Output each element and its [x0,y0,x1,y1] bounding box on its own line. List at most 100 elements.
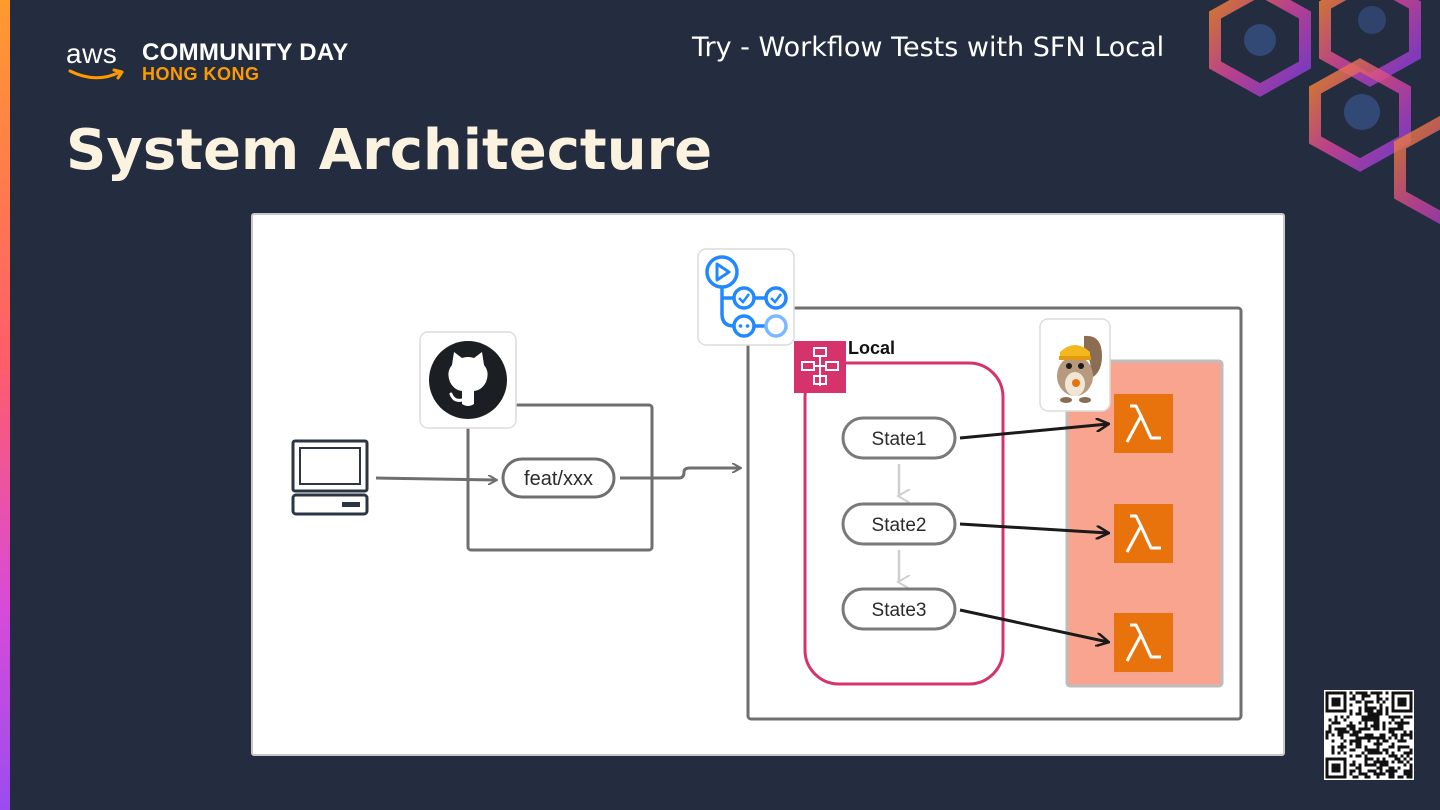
qr-module [1361,691,1365,695]
qr-module [1328,691,1332,695]
qr-module [1349,712,1353,716]
qr-module [1340,715,1344,719]
state-node [841,416,957,460]
qr-module [1376,736,1380,740]
qr-module [1343,700,1347,704]
qr-module [1373,712,1377,716]
qr-module [1394,769,1398,773]
qr-module [1364,733,1368,737]
qr-module [1340,736,1344,740]
qr-module [1367,751,1371,755]
qr-module [1382,736,1386,740]
qr-module [1358,772,1362,776]
qr-module [1403,757,1407,761]
qr-module [1337,766,1341,770]
qr-code[interactable] [1324,690,1414,780]
qr-module [1376,712,1380,716]
qr-module [1349,709,1353,713]
qr-module [1364,748,1368,752]
qr-module [1376,748,1380,752]
qr-module [1355,745,1359,749]
qr-module [1406,754,1410,758]
qr-module [1337,730,1341,734]
qr-module [1367,736,1371,740]
qr-module [1376,775,1380,779]
qr-module [1403,733,1407,737]
qr-module [1406,715,1410,719]
qr-module [1367,739,1371,743]
qr-module [1376,691,1380,695]
qr-module [1352,739,1356,743]
qr-module [1364,775,1368,779]
qr-module [1343,769,1347,773]
qr-module [1385,706,1389,710]
qr-module [1349,691,1353,695]
qr-module [1334,697,1338,701]
qr-module [1349,724,1353,728]
qr-module [1382,772,1386,776]
qr-module [1373,763,1377,767]
qr-module [1409,769,1413,773]
qr-module [1358,730,1362,734]
qr-module [1358,712,1362,716]
qr-module [1382,721,1386,725]
qr-module [1394,733,1398,737]
qr-module [1400,709,1404,713]
aws-smile-icon [68,68,124,80]
qr-module [1331,691,1335,695]
qr-module [1367,715,1371,719]
qr-module [1331,766,1335,770]
qr-module [1403,703,1407,707]
qr-module [1349,769,1353,773]
qr-module [1376,721,1380,725]
qr-module [1328,727,1332,731]
qr-module [1403,763,1407,767]
qr-module [1391,691,1395,695]
qr-module [1379,709,1383,713]
qr-module [1394,721,1398,725]
qr-module [1400,703,1404,707]
qr-module [1361,751,1365,755]
qr-module [1397,757,1401,761]
qr-module [1376,760,1380,764]
qr-module [1388,772,1392,776]
invoke-arrow [959,424,1108,440]
qr-module [1385,769,1389,773]
accent-stripe [0,0,10,810]
qr-module [1388,715,1392,719]
qr-module [1382,739,1386,743]
qr-module [1397,700,1401,704]
qr-module [1331,745,1335,749]
qr-module [1409,775,1413,779]
qr-module [1358,739,1362,743]
qr-module [1367,733,1371,737]
qr-module [1394,754,1398,758]
qr-module [1394,709,1398,713]
qr-module [1385,760,1389,764]
qr-module [1364,772,1368,776]
qr-module [1370,715,1374,719]
qr-module [1349,703,1353,707]
qr-module [1361,736,1365,740]
qr-module [1331,739,1335,743]
qr-module [1406,709,1410,713]
qr-module [1376,766,1380,770]
qr-module [1349,697,1353,701]
qr-module [1358,691,1362,695]
qr-module [1340,691,1344,695]
qr-module [1379,742,1383,746]
qr-module [1400,733,1404,737]
qr-module [1325,760,1329,764]
qr-module [1331,757,1335,761]
qr-module [1364,760,1368,764]
qr-module [1343,739,1347,743]
qr-module [1343,703,1347,707]
qr-module [1409,751,1413,755]
qr-module [1337,757,1341,761]
qr-module [1400,700,1404,704]
qr-module [1334,727,1338,731]
local-label: Local [848,338,895,358]
qr-module [1340,727,1344,731]
lambda-icon [1114,504,1173,563]
qr-module [1373,751,1377,755]
